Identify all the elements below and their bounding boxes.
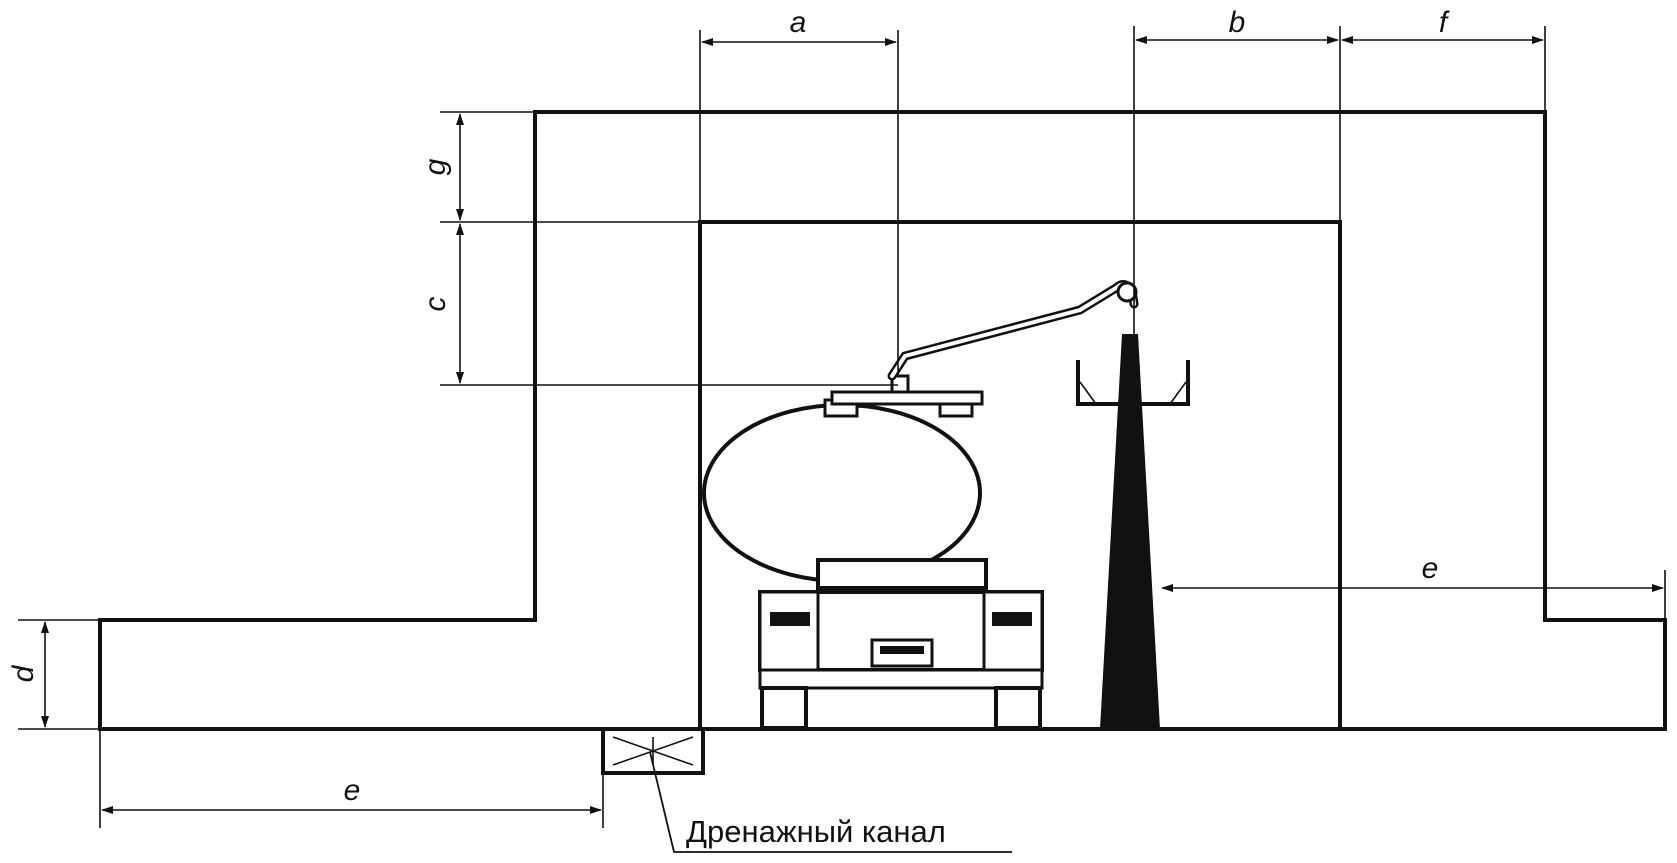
dimension-lines (41, 36, 1664, 814)
extension-lines (18, 26, 1666, 828)
dim-f-label: f (1439, 6, 1450, 39)
loading-arm (887, 280, 1139, 381)
caption-leader (649, 751, 1012, 853)
dim-c-label: c (419, 297, 452, 312)
dim-g-label: g (419, 158, 452, 175)
drainage-channel-caption: Дренажный канал (686, 814, 946, 849)
tank-truck (702, 374, 1044, 730)
dim-e-right-label: e (1422, 552, 1439, 585)
dim-d-label: d (7, 664, 40, 682)
dim-b-label: b (1229, 6, 1246, 39)
dim-a-label: a (790, 6, 807, 39)
dim-e-bottom-label: e (344, 774, 361, 807)
loading-column (1076, 334, 1190, 729)
